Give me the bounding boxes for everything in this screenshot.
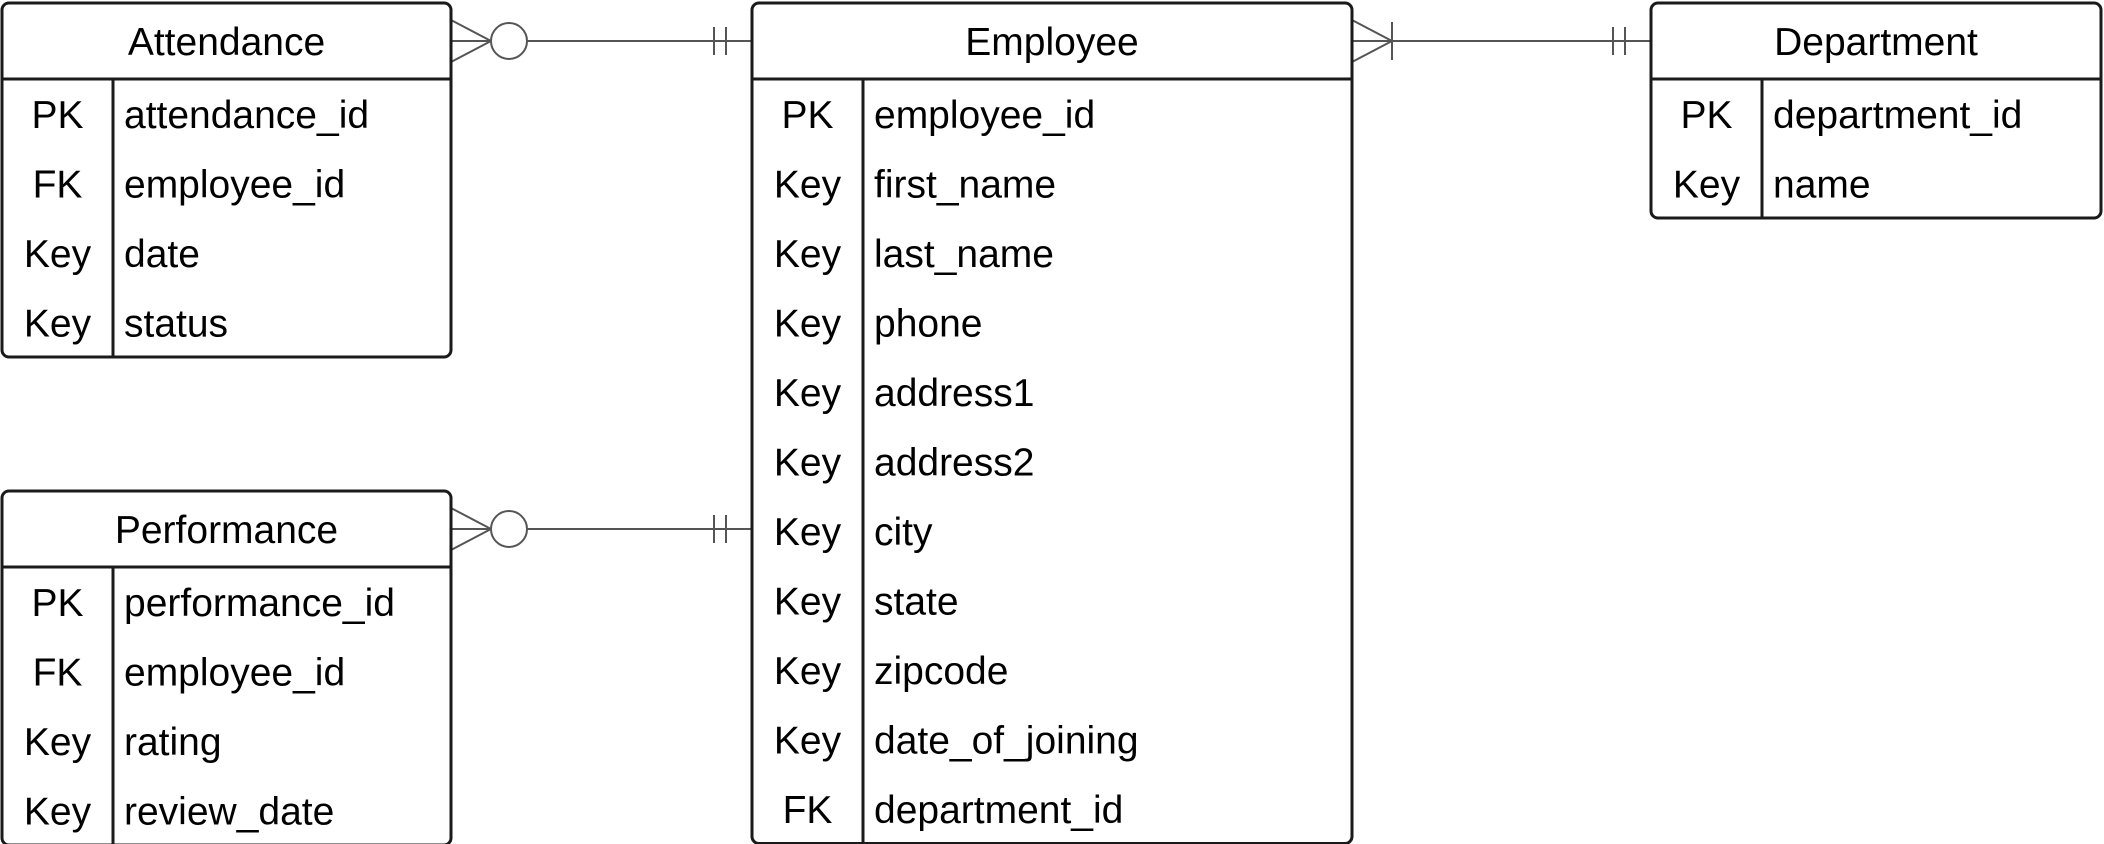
row-key-label: Key: [774, 580, 842, 623]
row-field-name: employee_id: [124, 163, 345, 206]
row-field-name: name: [1773, 163, 1871, 206]
entity-title: Department: [1774, 21, 1978, 64]
zero-marker: [490, 22, 528, 60]
row-field-name: phone: [874, 302, 982, 345]
relationship-connectors: [450, 19, 1651, 551]
row-field-name: address2: [874, 441, 1034, 484]
row-field-name: employee_id: [874, 94, 1095, 137]
row-key-label: Key: [1673, 163, 1741, 206]
row-field-name: first_name: [874, 163, 1056, 206]
relationship-attendance-employee: [450, 19, 752, 63]
row-field-name: attendance_id: [124, 94, 369, 137]
row-key-label: Key: [774, 372, 842, 415]
row-key-label: Key: [774, 233, 842, 276]
row-key-label: Key: [774, 302, 842, 345]
row-field-name: performance_id: [124, 582, 395, 625]
crows-foot-many-marker: [450, 19, 494, 63]
row-field-name: city: [874, 511, 933, 554]
entity-title: Attendance: [128, 21, 325, 64]
row-field-name: last_name: [874, 233, 1054, 276]
row-key-label: Key: [774, 511, 842, 554]
row-key-label: PK: [781, 94, 833, 137]
entity-title: Employee: [965, 21, 1138, 64]
row-key-label: Key: [24, 721, 92, 764]
row-field-name: zipcode: [874, 650, 1008, 693]
row-field-name: department_id: [874, 789, 1123, 832]
relationship-performance-employee: [450, 507, 752, 551]
row-field-name: rating: [124, 721, 222, 764]
row-field-name: date_of_joining: [874, 719, 1139, 762]
row-field-name: review_date: [124, 790, 334, 833]
entity-title: Performance: [115, 509, 338, 552]
row-key-label: PK: [31, 94, 83, 137]
relationship-employee-department: [1351, 19, 1651, 63]
row-key-label: Key: [24, 790, 92, 833]
row-field-name: employee_id: [124, 651, 345, 694]
row-key-label: PK: [31, 582, 83, 625]
row-key-label: Key: [24, 302, 92, 345]
crows-foot-many-marker: [450, 507, 494, 551]
row-field-name: state: [874, 580, 959, 623]
row-key-label: Key: [774, 719, 842, 762]
row-field-name: status: [124, 302, 228, 345]
row-key-label: Key: [774, 441, 842, 484]
row-key-label: PK: [1680, 94, 1732, 137]
row-key-label: FK: [783, 789, 833, 832]
row-field-name: department_id: [1773, 94, 2022, 137]
row-field-name: date: [124, 233, 200, 276]
row-key-label: Key: [774, 163, 842, 206]
zero-marker: [490, 510, 528, 548]
row-key-label: Key: [774, 650, 842, 693]
row-key-label: FK: [33, 163, 83, 206]
row-field-name: address1: [874, 372, 1034, 415]
row-key-label: FK: [33, 651, 83, 694]
row-key-label: Key: [24, 233, 92, 276]
